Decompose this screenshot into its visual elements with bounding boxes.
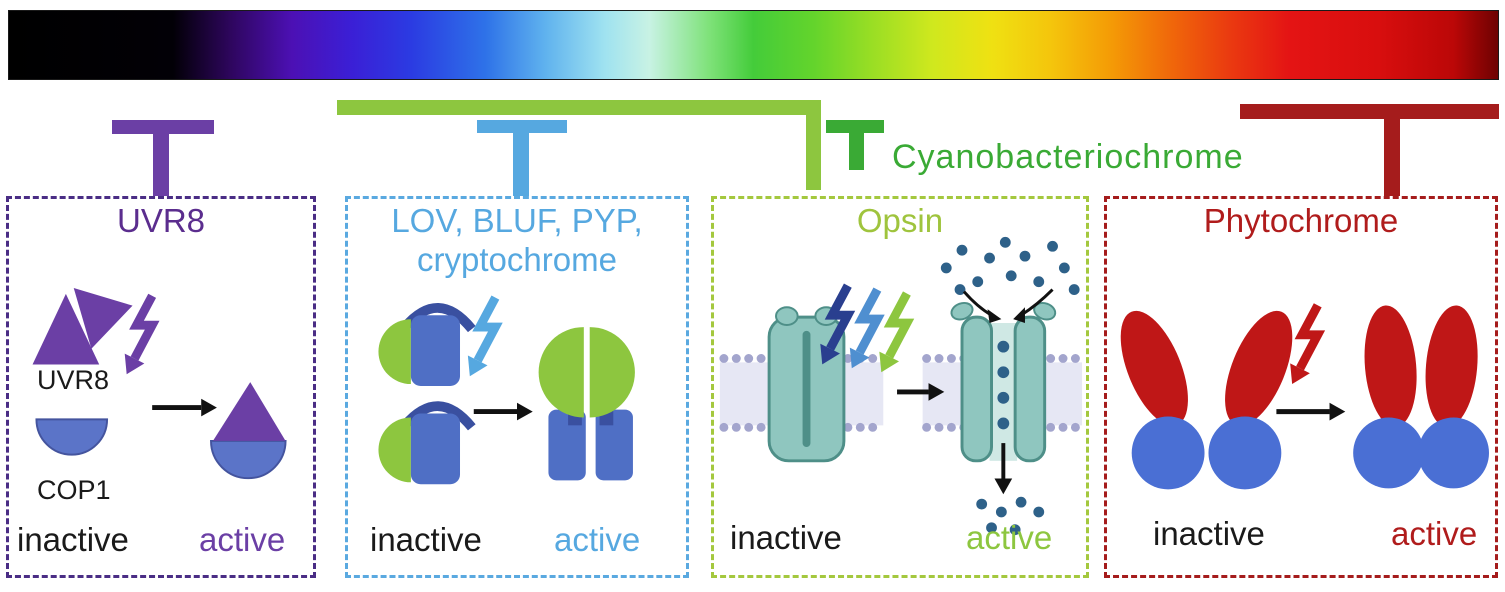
blue-range-stem (513, 120, 529, 196)
panel-lov-title-line1: LOV, BLUF, PYP, (391, 202, 643, 239)
opsin-active-label: active (966, 519, 1053, 556)
blue-lightning-icon (849, 287, 885, 369)
panel-phytochrome: Phytochrome inactive active (1104, 196, 1498, 578)
lov-active-label: active (554, 521, 641, 558)
ion-release-arrow (994, 443, 1013, 495)
red-lightning-icon (1290, 303, 1326, 385)
ion-dots-above-icon (940, 236, 1080, 295)
cyanobacteriochrome-label: Cyanobacteriochrome (892, 138, 1244, 176)
uvr8-protein-label: UVR8 (37, 365, 110, 395)
lov-graphic (378, 295, 635, 485)
cyanobacteriochrome-range-stem (849, 120, 864, 170)
panel-lov-title: LOV, BLUF, PYP, cryptochrome (348, 201, 686, 279)
light-spectrum-bar (8, 10, 1499, 80)
panel-uvr8: UVR8 UVR8 COP1 inactive active (6, 196, 316, 578)
cop1-protein-label: COP1 (37, 475, 111, 505)
uv-range-stem (153, 120, 169, 198)
panel-phytochrome-title: Phytochrome (1203, 202, 1399, 239)
panel-uvr8-title: UVR8 (116, 202, 206, 239)
opsin-channel-closed-icon (767, 306, 846, 463)
reaction-arrow (473, 402, 533, 421)
ion-influx-arrows (962, 288, 1054, 324)
uvr8-dimer-icon (32, 287, 133, 365)
dark-blue-lightning-icon (820, 283, 856, 365)
red-range-stem (1384, 104, 1400, 196)
reaction-arrow (897, 383, 945, 401)
lov-active-dimer-icon (538, 327, 635, 481)
opsin-channel-open-icon (950, 301, 1057, 463)
lov-inactive-unit-2-icon (378, 401, 476, 485)
blue-green-range-bar (337, 100, 821, 115)
phytochrome-graphic (1120, 303, 1489, 490)
phytochrome-inactive-icon (1120, 310, 1293, 490)
lov-inactive-label: inactive (370, 521, 482, 558)
opsin-inactive-label: inactive (730, 519, 842, 556)
reaction-arrow (1276, 402, 1346, 421)
phytochrome-active-label: active (1391, 515, 1478, 552)
cop1-icon (35, 418, 109, 456)
blue-green-range-stem (806, 100, 821, 190)
ion-dots-below-icon (976, 496, 1045, 536)
lov-inactive-unit-1-icon (378, 303, 476, 387)
reaction-arrow (152, 398, 217, 417)
blue-lightning-icon (467, 295, 503, 377)
red-range-bar (1240, 104, 1499, 119)
panel-lov: LOV, BLUF, PYP, cryptochrome inactive ac… (345, 196, 689, 578)
uvr8-graphic (32, 287, 287, 480)
uvr8-inactive-label: inactive (17, 521, 129, 558)
uv-lightning-icon (124, 293, 160, 375)
phytochrome-active-icon (1353, 305, 1489, 489)
panel-opsin-title: Opsin (856, 202, 944, 239)
green-lightning-icon (879, 291, 915, 373)
phytochrome-inactive-label: inactive (1153, 515, 1265, 552)
opsin-graphic (719, 236, 1085, 536)
panel-opsin: Opsin inactive active (711, 196, 1089, 578)
uvr8-monomer-active-icon (210, 382, 287, 480)
uvr8-active-label: active (199, 521, 286, 558)
panel-lov-title-line2: cryptochrome (417, 241, 617, 278)
